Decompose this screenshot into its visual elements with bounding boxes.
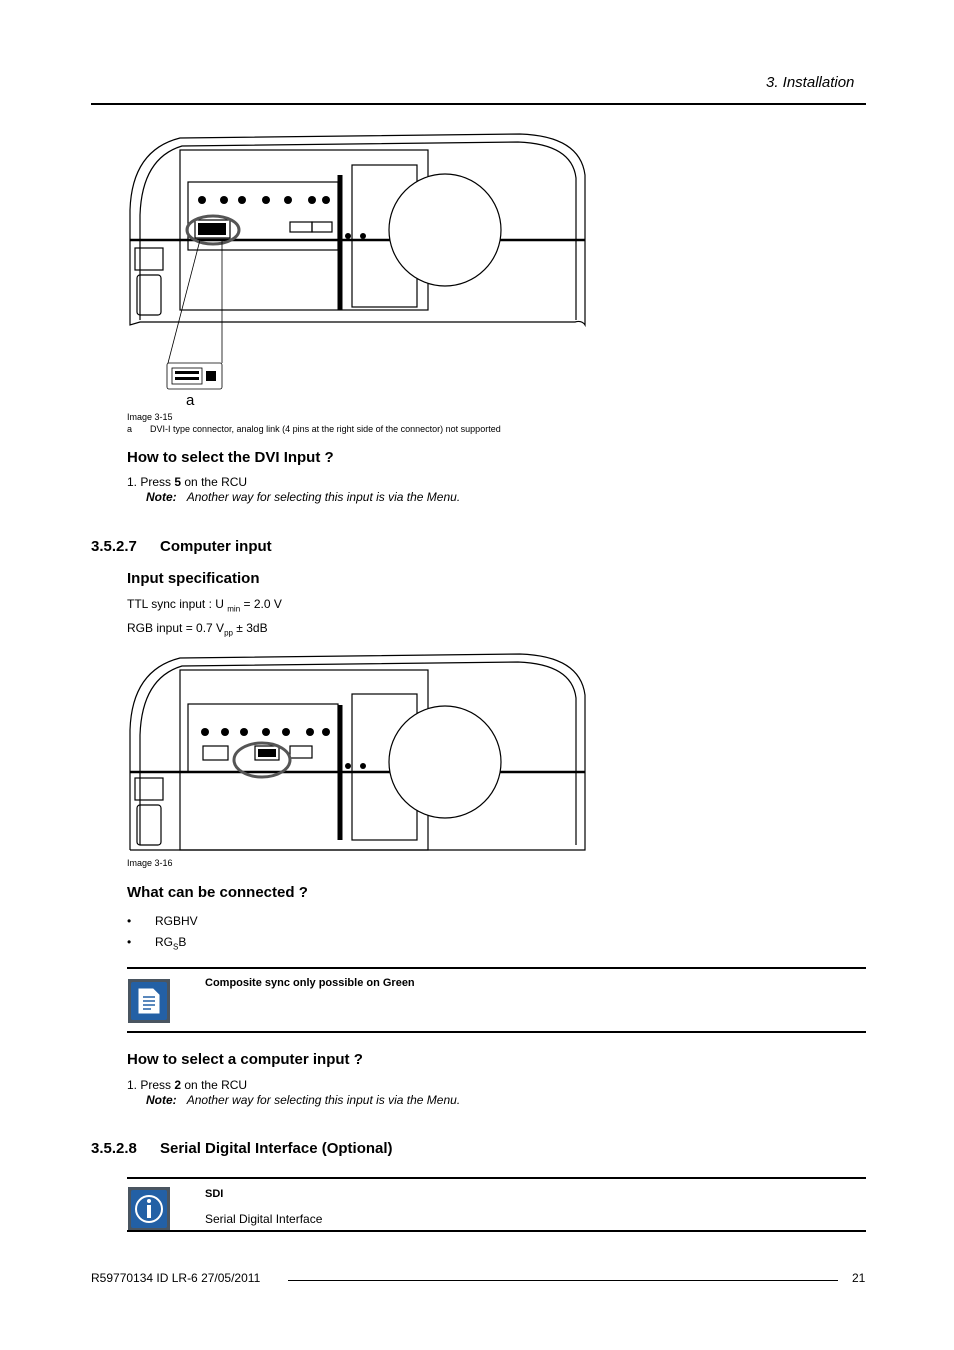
note-box-text: Composite sync only possible on Green [205, 977, 415, 989]
footer-page-number: 21 [852, 1271, 866, 1285]
running-header: 3. Installation [766, 74, 855, 91]
connect-heading: What can be connected ? [127, 884, 308, 901]
rgb-input-spec: RGB input = 0.7 Vpp ± 3dB [127, 621, 268, 638]
footer-doc-id: R59770134 ID LR-6 27/05/2011 [91, 1271, 261, 1285]
dvi-select-note: Note: Another way for selecting this inp… [146, 490, 461, 504]
info-box-top-rule [127, 1177, 866, 1179]
note-box-top-rule [127, 967, 866, 969]
connect-bullet-1: •RGBHV [127, 914, 198, 928]
figure1-legend-letter: a [127, 424, 133, 434]
computer-select-step: 1. Press 2 on the RCU [127, 1078, 248, 1092]
info-box-bottom-rule [127, 1230, 866, 1232]
computer-select-heading: How to select a computer input ? [127, 1051, 363, 1068]
footer-rule [288, 1280, 838, 1281]
info-box-text: Serial Digital Interface [205, 1212, 323, 1226]
section-3528-number: 3.5.2.8 [91, 1140, 137, 1157]
dvi-select-step: 1. Press 5 on the RCU [127, 475, 248, 489]
info-icon [128, 1187, 170, 1231]
connect-bullet-2: •RGSB [127, 935, 187, 952]
note-box-bottom-rule [127, 1031, 866, 1033]
computer-select-note: Note: Another way for selecting this inp… [146, 1093, 461, 1107]
figure1-callout-letter: a [186, 392, 195, 409]
projector-rear-image-dvi: a [129, 133, 586, 409]
info-box-title: SDI [205, 1188, 224, 1200]
document-note-icon [128, 979, 170, 1023]
header-rule [91, 103, 866, 105]
section-3527-title: Computer input [160, 538, 272, 555]
projector-rear-image-computer [129, 653, 586, 851]
ttl-sync-spec: TTL sync input : U min = 2.0 V [127, 597, 282, 614]
figure1-caption: Image 3-15 [127, 412, 173, 422]
figure1-legend-text: DVI-I type connector, analog link (4 pin… [150, 424, 501, 434]
dvi-select-heading: How to select the DVI Input ? [127, 449, 334, 466]
input-spec-heading: Input specification [127, 570, 260, 587]
section-3527-number: 3.5.2.7 [91, 538, 137, 555]
section-3528-title: Serial Digital Interface (Optional) [160, 1140, 393, 1157]
figure2-caption: Image 3-16 [127, 858, 173, 868]
